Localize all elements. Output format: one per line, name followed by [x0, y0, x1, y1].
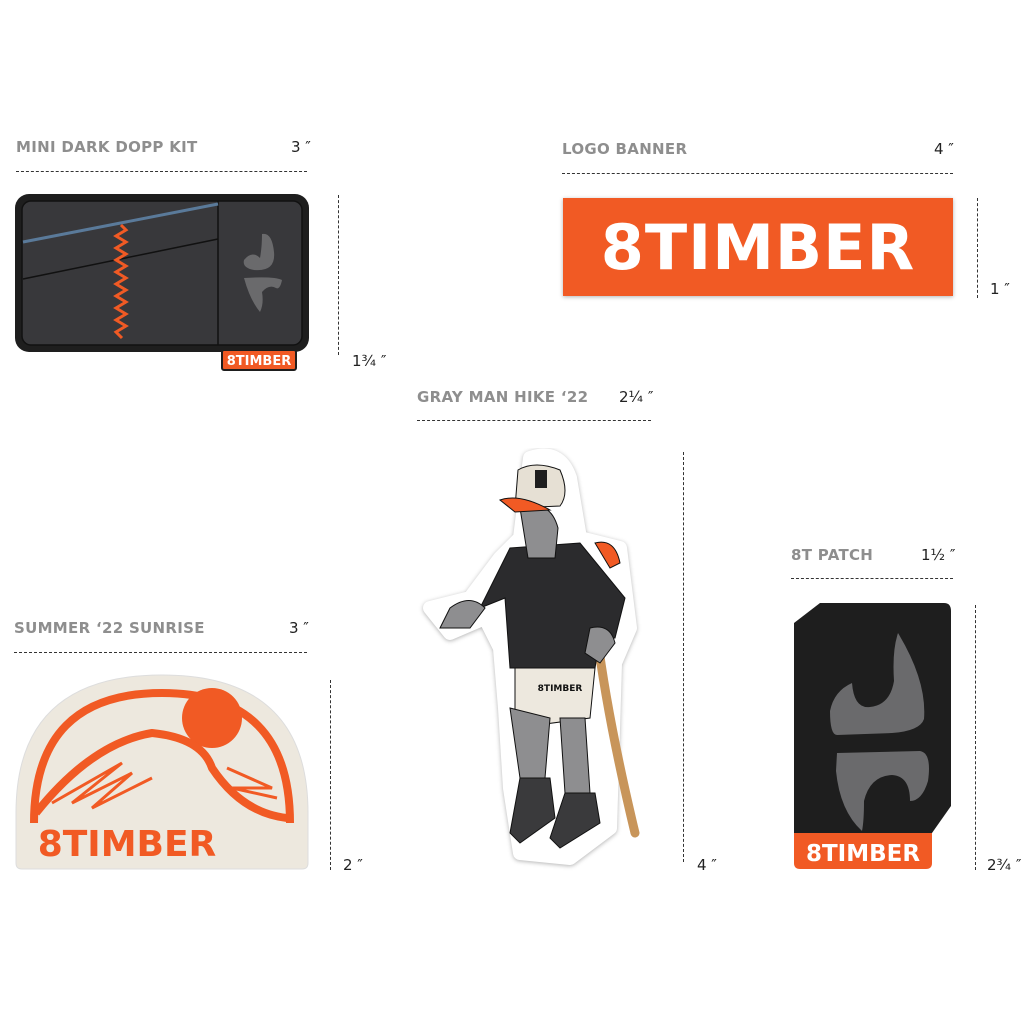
sunrise-width: 3 ″	[289, 619, 309, 637]
sunrise-title: SUMMER ‘22 SUNRISE	[14, 619, 205, 637]
logo-banner-title: LOGO BANNER	[562, 140, 688, 158]
logo-banner-height: 1 ″	[990, 280, 1010, 298]
gray-man-brand-label: 8TIMBER	[538, 684, 583, 694]
height-dimension-line	[683, 452, 684, 862]
dopp-kit-width: 3 ″	[291, 138, 311, 156]
sunrise-brand-label: 8TIMBER	[38, 824, 217, 865]
gray-man-height: 4 ″	[697, 856, 717, 874]
width-dimension-line	[562, 173, 953, 174]
width-dimension-line	[417, 420, 651, 421]
height-dimension-line	[977, 198, 978, 298]
8t-patch-title: 8T PATCH	[791, 546, 874, 564]
height-dimension-line	[338, 195, 339, 355]
gray-man-title: GRAY MAN HIKE ‘22	[417, 388, 589, 406]
sunrise-height: 2 ″	[343, 856, 363, 874]
height-dimension-line	[975, 605, 976, 870]
dopp-kit-sticker: 8TIMBER	[15, 194, 309, 371]
dopp-kit-height: 1¾ ″	[352, 352, 387, 370]
sunrise-sticker: 8TIMBER	[15, 674, 309, 870]
8t-patch-width: 1½ ″	[921, 546, 956, 564]
8t-patch-height: 2¾ ″	[987, 856, 1022, 874]
dopp-kit-title: MINI DARK DOPP KIT	[16, 138, 198, 156]
8t-patch-brand-label: 8TIMBER	[806, 841, 920, 867]
height-dimension-line	[330, 680, 331, 870]
dopp-kit-brand-label: 8TIMBER	[227, 354, 292, 369]
width-dimension-line	[791, 578, 953, 579]
width-dimension-line	[14, 652, 307, 653]
8t-patch-sticker: 8TIMBER	[794, 603, 951, 869]
logo-banner-width: 4 ″	[934, 140, 954, 158]
gray-man-width: 2¼ ″	[619, 388, 654, 406]
width-dimension-line	[16, 171, 307, 172]
gray-man-hike-sticker: 8TIMBER	[423, 448, 640, 865]
logo-banner-sticker: 8TIMBER	[563, 198, 953, 296]
